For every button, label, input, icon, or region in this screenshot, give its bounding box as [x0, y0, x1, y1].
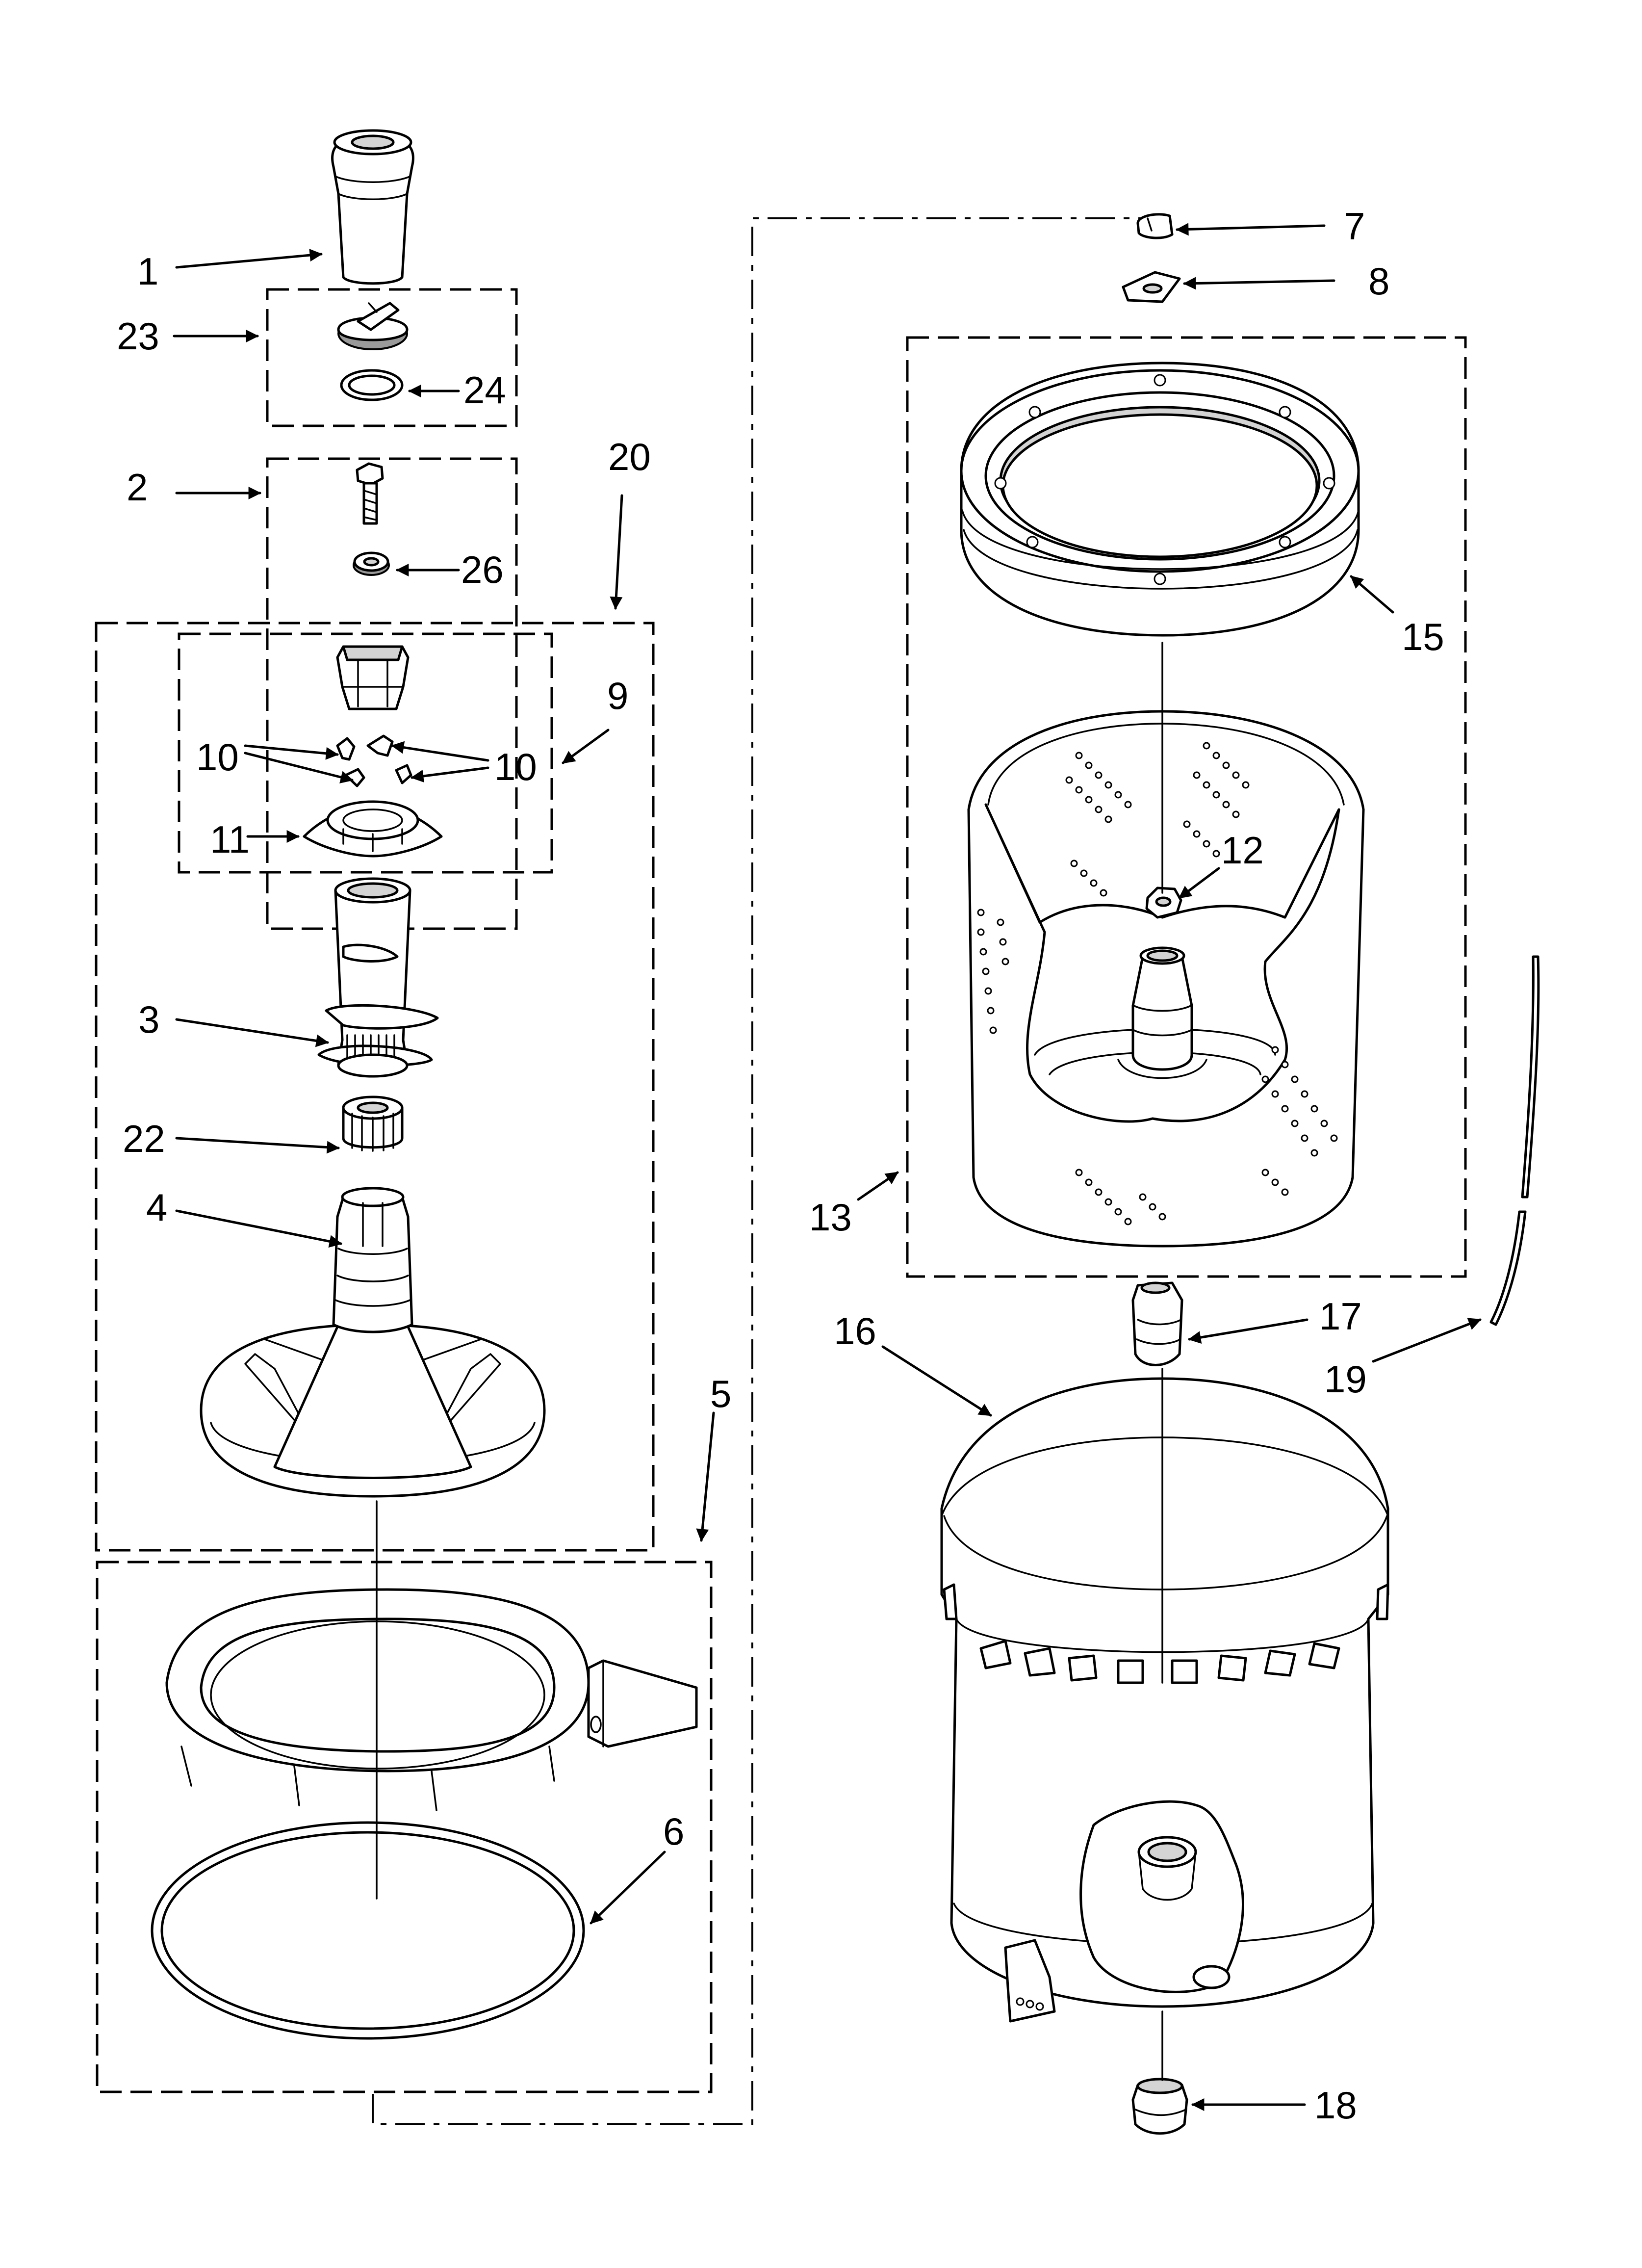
part-26-washer [353, 551, 390, 576]
callout-23: 23 [117, 314, 159, 358]
callout-22: 22 [123, 1117, 165, 1160]
part-11-dog-retainer [303, 800, 443, 858]
callout-5: 5 [710, 1372, 731, 1415]
callout-11: 11 [210, 818, 250, 861]
part-6-tub-ring [151, 1588, 698, 2040]
callout-3: 3 [138, 998, 159, 1041]
part-2-bolt [356, 462, 384, 525]
callout-12: 12 [1221, 829, 1264, 872]
part-24-o-ring [340, 369, 404, 401]
group-boxes [95, 217, 1467, 2125]
callout-20: 20 [608, 435, 651, 478]
callout-10-right: 10 [494, 745, 537, 788]
part-17-hub [1131, 1281, 1183, 1366]
callout-9: 9 [607, 674, 628, 717]
part-19-hose [1489, 955, 1540, 1326]
part-23-cap-assembly [337, 302, 409, 350]
group-box-13 [906, 336, 1467, 1278]
group-box-23 [266, 288, 518, 427]
part-18-drain-plug [1131, 2078, 1188, 2135]
callout-8: 8 [1368, 260, 1389, 303]
callout-13: 13 [809, 1196, 852, 1239]
part-7-clip [1136, 213, 1174, 239]
callout-2: 2 [127, 466, 148, 509]
callout-4: 4 [146, 1186, 167, 1229]
group-box-2 [266, 457, 518, 930]
leader-arrows [173, 223, 1482, 2111]
callout-16: 16 [834, 1309, 876, 1353]
callout-labels: 1 23 24 2 26 20 9 10 10 11 3 22 4 5 6 7 … [117, 205, 1444, 2127]
callout-18: 18 [1314, 2084, 1357, 2127]
centerlines [376, 642, 1163, 2081]
callout-6: 6 [663, 1810, 684, 1853]
part-1-agitator-cap [331, 129, 414, 285]
part-9-cam-assembly [336, 645, 410, 710]
callout-15: 15 [1402, 615, 1444, 658]
part-8-bracket [1122, 271, 1181, 303]
group-box-9 [178, 632, 553, 874]
part-4-agitator-base [200, 1187, 546, 1498]
callout-1: 1 [137, 250, 158, 293]
part-13-spin-basket [967, 710, 1365, 1248]
callout-10-left: 10 [196, 735, 239, 779]
callout-7: 7 [1344, 205, 1365, 248]
part-22-drive-ratchet [342, 1095, 404, 1152]
group-box-20 [95, 622, 655, 1552]
part-15-balance-ring [960, 362, 1360, 637]
callout-19: 19 [1324, 1357, 1367, 1401]
callout-24: 24 [463, 368, 506, 412]
callout-17: 17 [1319, 1295, 1362, 1338]
callout-26: 26 [461, 548, 504, 591]
part-3-agitator-auger [317, 877, 439, 1078]
part-16-outer-tub [940, 1377, 1389, 2023]
basket-perforations [977, 742, 1338, 1225]
group-box-5 [96, 1561, 713, 2093]
part-12-nut [1145, 886, 1182, 919]
part-10-cam-dogs [336, 734, 412, 787]
